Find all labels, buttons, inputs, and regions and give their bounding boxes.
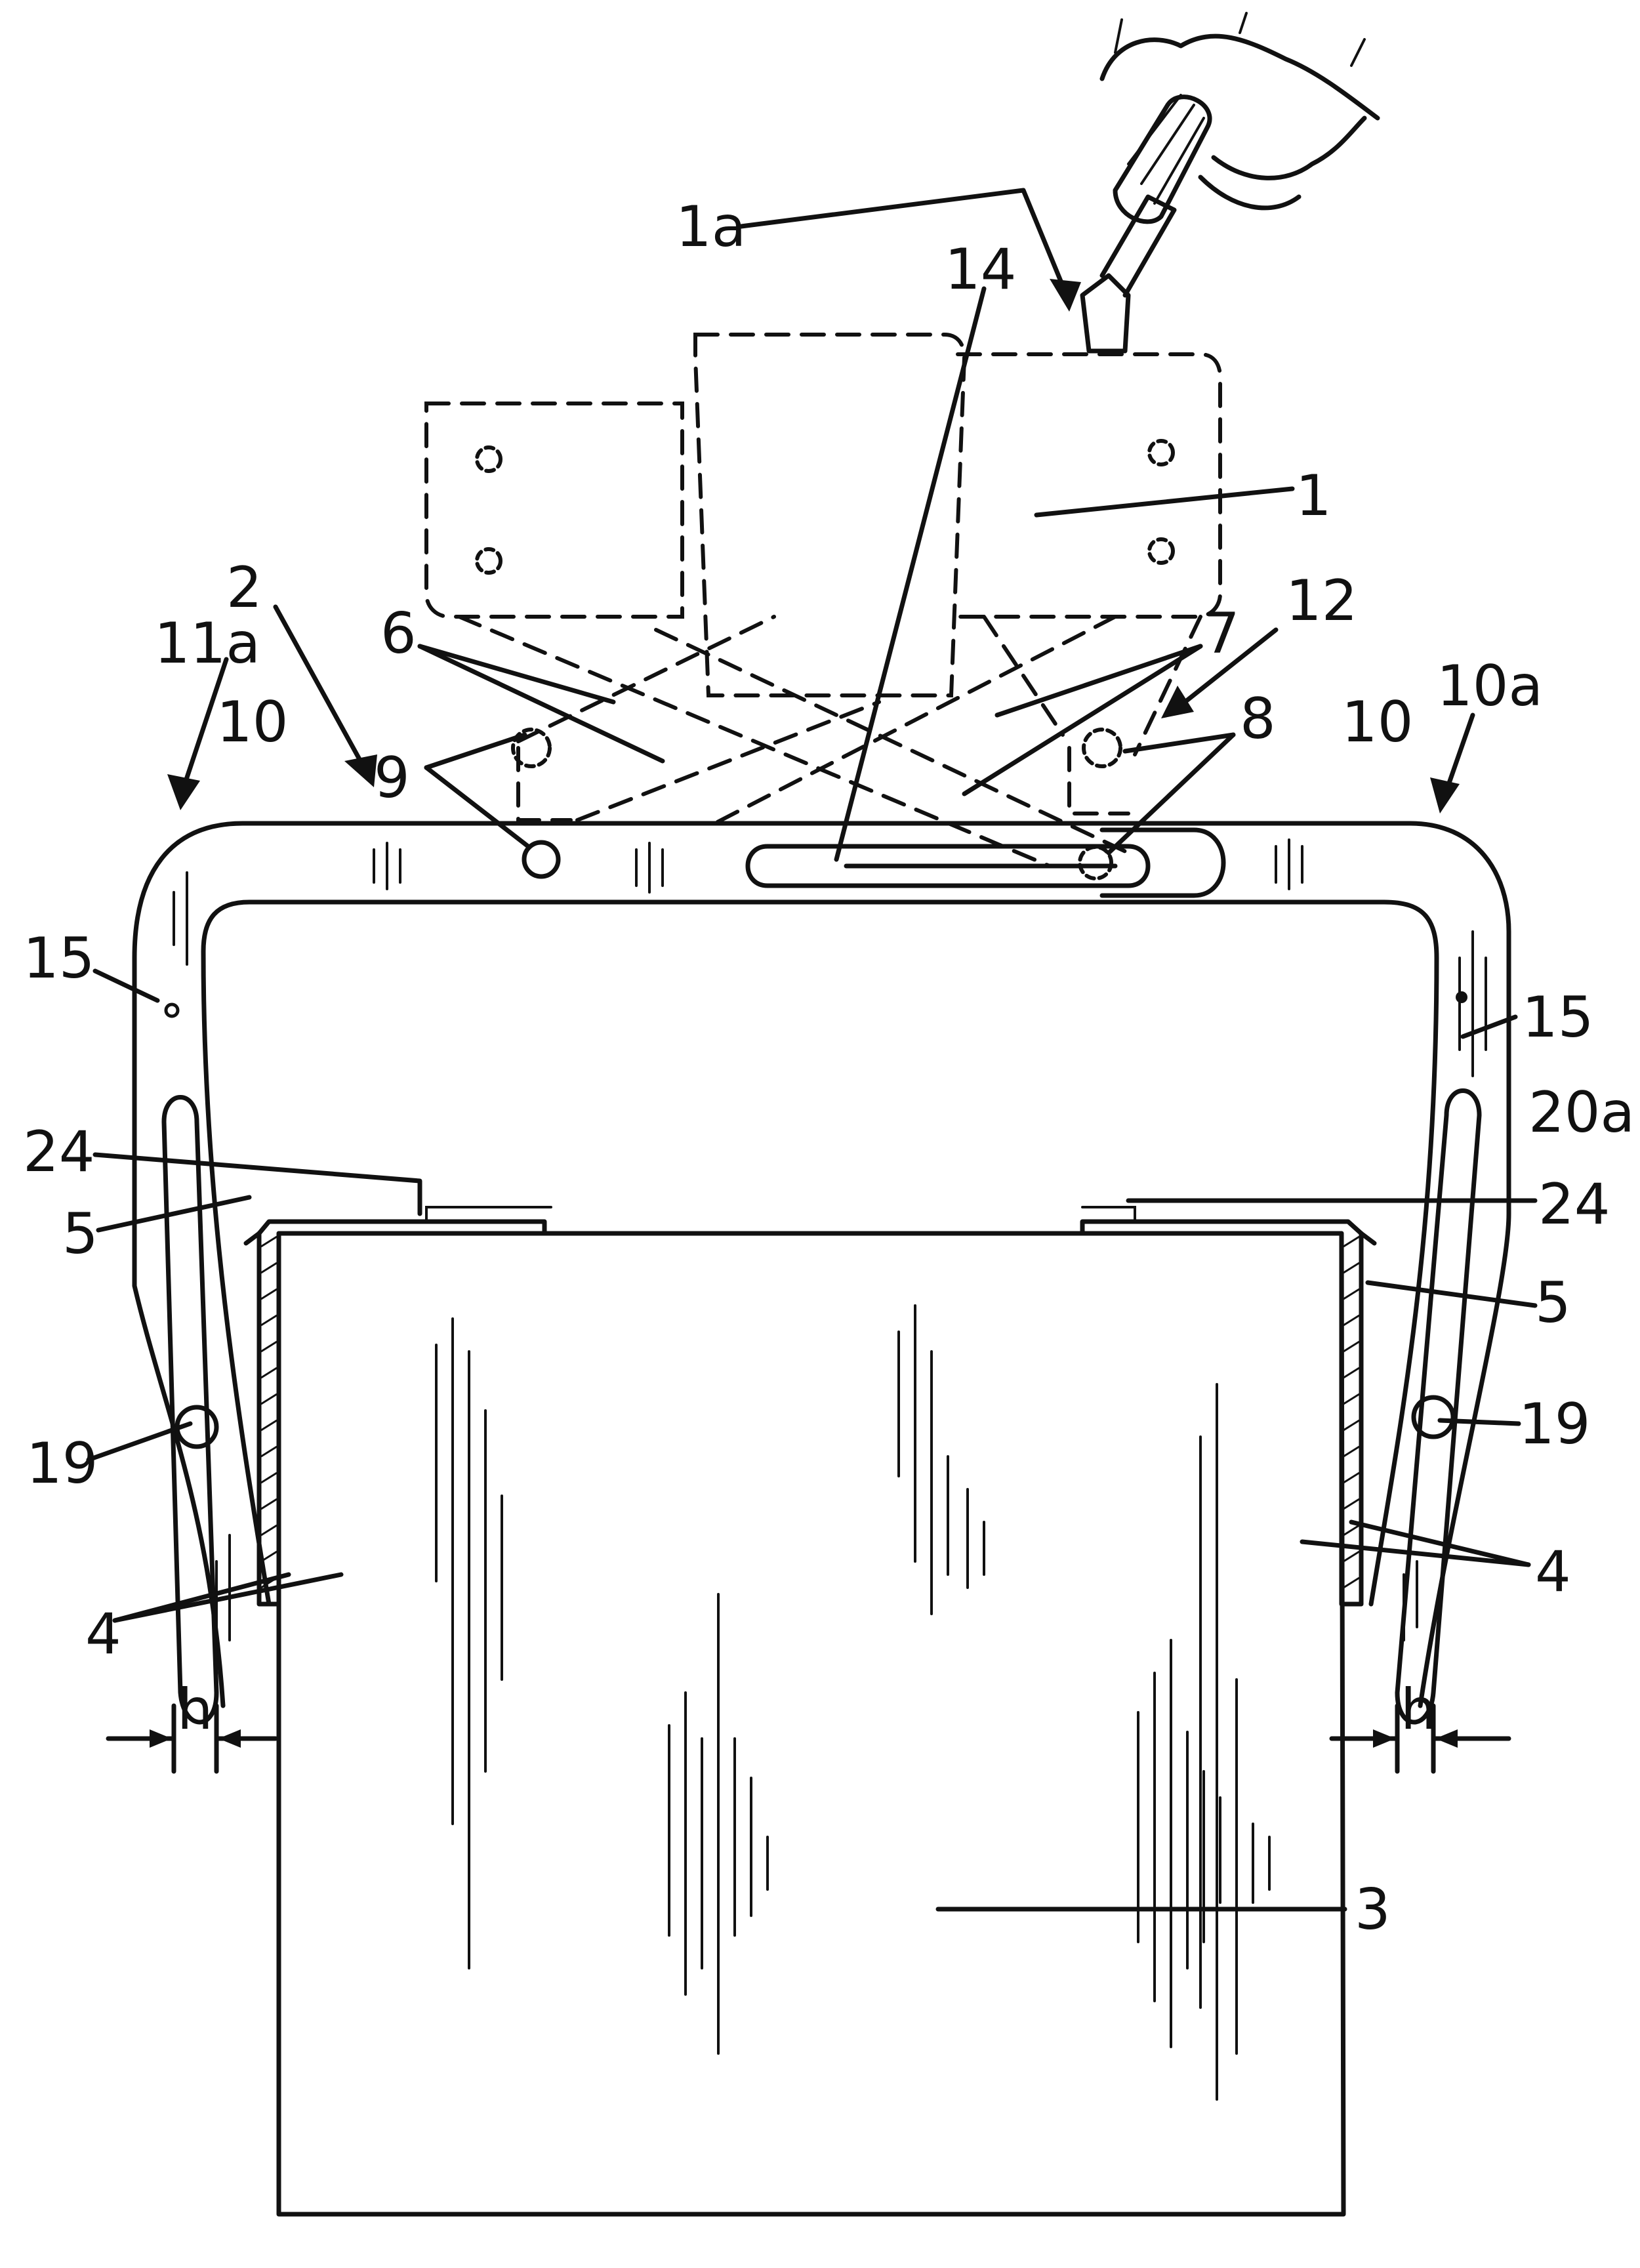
- label-h-left: h: [177, 1677, 213, 1742]
- reference-labels: 1a 1 14 2 11a 6 7 12 10a 10 10 9 8 15 15…: [23, 194, 1635, 1943]
- label-7: 7: [1204, 601, 1240, 667]
- label-1: 1: [1296, 463, 1332, 529]
- label-15-right: 15: [1522, 985, 1593, 1050]
- label-8: 8: [1240, 686, 1276, 752]
- dashed-mechanism: [426, 335, 1220, 878]
- label-20a: 20a: [1528, 1080, 1635, 1145]
- label-h-right: h: [1401, 1677, 1437, 1742]
- label-9: 9: [374, 745, 410, 811]
- left-side-wall: [246, 1233, 279, 1604]
- container-shading: [436, 1306, 1269, 2099]
- leader-lines: [89, 190, 1535, 1771]
- label-5-right: 5: [1535, 1270, 1571, 1336]
- label-5-left: 5: [62, 1201, 98, 1267]
- frame-shading: [174, 840, 1486, 1640]
- label-6: 6: [380, 601, 417, 667]
- hand-tool: [1082, 13, 1378, 351]
- label-3: 3: [1355, 1877, 1391, 1943]
- label-12: 12: [1286, 568, 1357, 634]
- label-14: 14: [945, 237, 1016, 302]
- label-4-right: 4: [1535, 1539, 1571, 1605]
- label-24-right: 24: [1538, 1172, 1610, 1237]
- label-10-right: 10: [1342, 690, 1413, 755]
- label-24-left: 24: [23, 1119, 94, 1185]
- label-10-left: 10: [216, 690, 288, 755]
- handle-frame: [134, 823, 1509, 1722]
- label-19-left: 19: [26, 1431, 98, 1496]
- label-1a: 1a: [676, 194, 746, 260]
- label-4-left: 4: [85, 1601, 121, 1667]
- label-11a: 11a: [154, 611, 260, 676]
- label-19-right: 19: [1519, 1392, 1590, 1457]
- container-body: [259, 1207, 1361, 2214]
- label-10a: 10a: [1437, 653, 1543, 719]
- label-15-left: 15: [23, 926, 94, 991]
